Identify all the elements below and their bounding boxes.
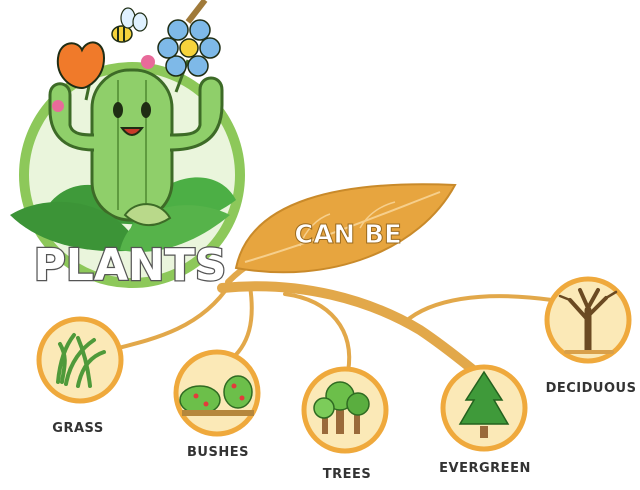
category-evergreen: EVERGREEN [439, 364, 531, 476]
category-grass: GRASS [36, 316, 124, 436]
category-label-evergreen: EVERGREEN [439, 461, 531, 476]
branch-to-bushes [226, 284, 254, 364]
bee-icon [111, 7, 148, 43]
grass-icon [56, 333, 106, 388]
category-label-grass: GRASS [52, 421, 103, 436]
branch-to-deciduous [403, 294, 554, 324]
category-deciduous: DECIDUOUS [544, 276, 637, 396]
category-label-deciduous: DECIDUOUS [546, 381, 637, 396]
category-label-trees: TREES [323, 467, 372, 482]
deciduous-tree-icon [558, 288, 618, 354]
bush-icon [179, 375, 254, 416]
diagram-title: PLANTS [34, 240, 227, 291]
category-bushes: BUSHES [173, 349, 261, 460]
flower-icon [157, 19, 221, 93]
branch-to-grass [108, 282, 232, 352]
evergreen-tree-icon [458, 370, 510, 438]
cactus-illustration [10, 0, 245, 288]
can-be-leaf: CAN BE [234, 183, 457, 274]
branch-to-trees [283, 292, 352, 374]
connector-label: CAN BE [294, 220, 402, 250]
category-label-bushes: BUSHES [187, 445, 249, 460]
category-trees: TREES [301, 366, 389, 482]
tree-icon [313, 381, 370, 434]
